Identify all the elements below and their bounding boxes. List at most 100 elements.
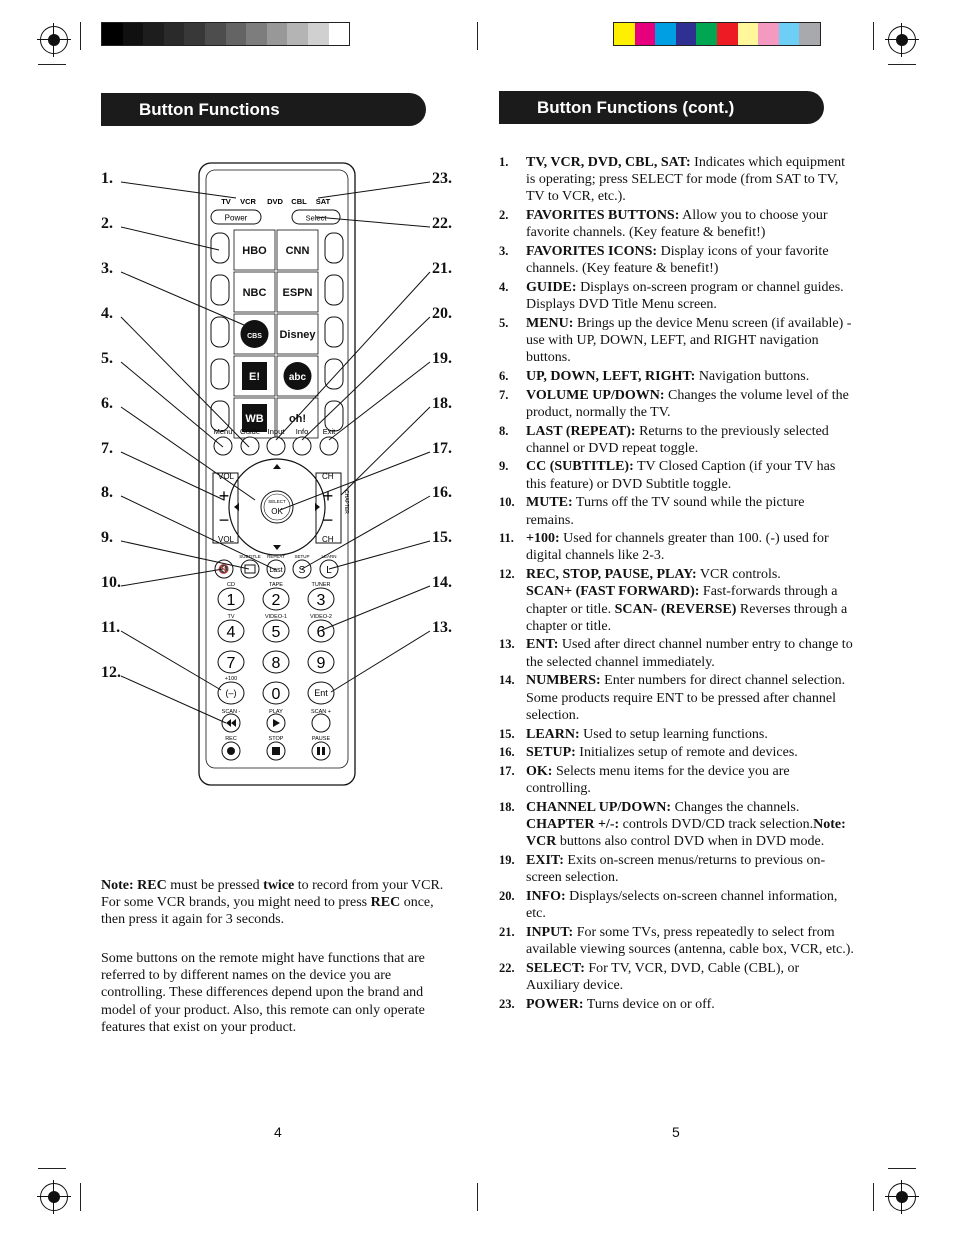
transport-label: PAUSE (312, 736, 331, 742)
callout-line-right (301, 495, 431, 570)
record-icon (227, 747, 235, 755)
rec-note-text-3: once, then press it again for 3 seconds. (101, 895, 434, 928)
ch-label-top: CH (322, 472, 334, 481)
digit-button (307, 619, 335, 643)
play-icon (273, 719, 280, 727)
function-item: 22.SELECT: For TV, VCR, DVD, Cable (CBL)… (499, 960, 855, 994)
page-number-left: 4 (274, 1124, 282, 1140)
vol-rocker (212, 472, 239, 544)
transport-label: SCAN + (311, 709, 331, 715)
function-item-number: 19. (499, 852, 515, 867)
plus100-label: +100 (225, 676, 237, 682)
function-item-title: FAVORITES BUTTONS: (526, 208, 680, 224)
favorite-logo-text: ESPN (283, 287, 313, 299)
callout-line-right (275, 271, 431, 441)
digit-button (217, 681, 245, 705)
favorite-logo-text: NBC (243, 287, 267, 299)
rec-note-bold-2: REC (370, 895, 401, 911)
transport-label: REC (225, 736, 237, 742)
favorite-icon-tile (233, 229, 276, 271)
function-item-desc: Changes the channels. (671, 799, 800, 815)
function-item-number: 15. (499, 726, 515, 741)
logo-block (242, 404, 267, 432)
digit-button (307, 681, 335, 705)
rec-note-text-1: must be pressed (166, 878, 264, 893)
registration-mark-bottom-left (37, 1180, 71, 1214)
callout-right: 17. (432, 440, 452, 457)
function-item-number: 17. (499, 763, 515, 778)
transport-label: PLAY (269, 709, 283, 715)
favorite-button-right (324, 232, 344, 264)
callout-left: 7. (101, 440, 113, 457)
function-item-desc: Indicates which equipment is operating; … (526, 155, 846, 205)
digit-label: 4 (227, 624, 236, 641)
power-label: Power (225, 214, 248, 223)
callout-left: 4. (101, 305, 113, 322)
function-item-title: +100: (526, 531, 560, 547)
callout-left: 8. (101, 484, 113, 501)
mode-label: VCR (240, 197, 256, 206)
favorite-button-left (210, 274, 230, 306)
chapter-label: CHAPTER (343, 490, 349, 514)
favorite-icon-tile (276, 229, 319, 271)
function-item-desc: Returns to the previously selected chann… (526, 423, 829, 456)
favorite-icon-tile (233, 271, 276, 313)
function-item: 15.LEARN: Used to setup learning functio… (499, 726, 855, 743)
digit-button (217, 619, 245, 643)
callout-right: 13. (432, 619, 452, 636)
section-header-left: Button Functions (101, 93, 426, 126)
favorite-logo-text: oh! (289, 413, 306, 425)
callout-line-left (120, 568, 224, 587)
digit-label: 5 (272, 624, 281, 641)
nav-button (319, 436, 339, 456)
favorite-logo-text: E! (249, 371, 260, 383)
function-item-title: GUIDE: (526, 279, 577, 295)
callout-left: 11. (101, 619, 121, 636)
callout-line-right (328, 540, 431, 570)
ch-plus-icon: + (323, 486, 334, 506)
ch-label-bottom: CH (322, 535, 334, 544)
callout-line-right (321, 585, 431, 631)
function-item-title: ENT: (526, 637, 559, 653)
favorite-button-left (210, 400, 230, 432)
callout-line-left (120, 271, 245, 326)
digit-button (217, 650, 245, 674)
function-item: 2.FAVORITES BUTTONS: Allow you to choose… (499, 207, 855, 241)
callout-right: 22. (432, 215, 452, 232)
digit-label: (–) (226, 688, 237, 698)
power-button (210, 209, 262, 225)
function-item-title: FAVORITES ICONS: (526, 244, 658, 260)
gray-swatch (184, 23, 205, 45)
color-swatch (655, 23, 676, 45)
favorite-logo-text: HBO (242, 245, 267, 257)
color-swatch (675, 23, 697, 45)
source-label: TV (227, 614, 234, 620)
nav-button (292, 436, 312, 456)
function-item: 19.EXIT: Exits on-screen menus/returns t… (499, 852, 855, 886)
callout-right: 19. (432, 350, 452, 367)
digit-button (262, 650, 290, 674)
digit-label: 6 (317, 624, 326, 641)
function-item: 17.OK: Selects menu items for the device… (499, 763, 855, 797)
nav-label: Input (268, 427, 286, 436)
vol-minus-icon: − (219, 510, 230, 530)
digit-button (262, 681, 290, 705)
function-item-desc: Display icons of your favorite channels.… (526, 244, 829, 277)
grayscale-calibration-bar (101, 22, 351, 46)
digit-button (307, 587, 335, 611)
color-swatch (614, 23, 635, 45)
function-item-title: REC, STOP, PAUSE, PLAY: (526, 567, 697, 583)
favorite-button-right (324, 400, 344, 432)
rewind-icon (226, 719, 236, 727)
digit-label: 0 (272, 686, 281, 703)
function-item: 11.+100: Used for channels greater than … (499, 530, 855, 564)
page-number-right: 5 (672, 1124, 680, 1140)
rec-note: Note: REC must be pressed twice to recor… (101, 877, 446, 929)
function-item-number: 12. (499, 567, 515, 582)
gray-swatch (163, 23, 185, 45)
favorite-logo-text: CNN (286, 245, 310, 257)
mode-label: DVD (267, 197, 283, 206)
function-label: LEARN (321, 554, 336, 559)
